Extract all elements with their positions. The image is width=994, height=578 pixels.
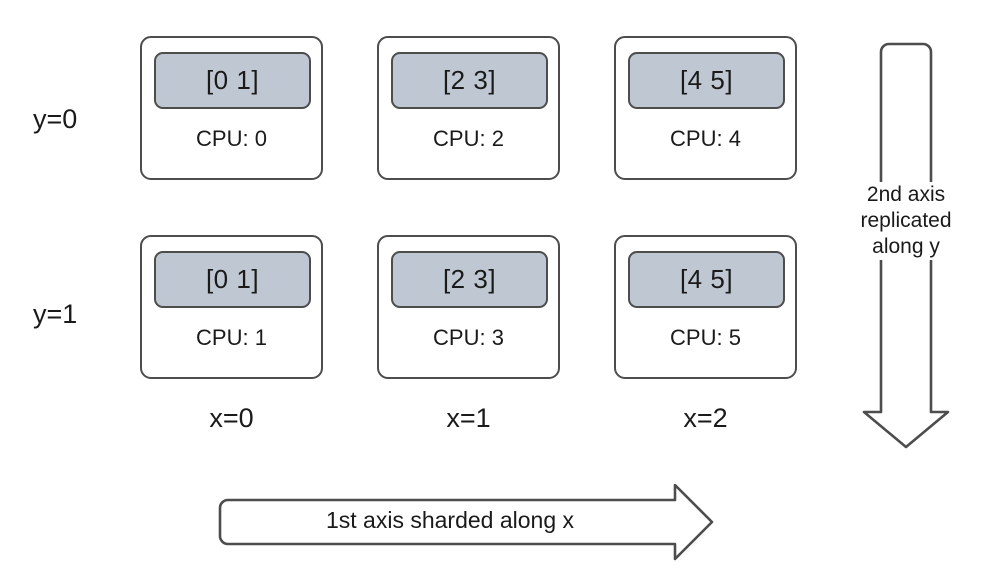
shard-chip-y1-x0: [0 1] xyxy=(154,251,311,308)
device-card-y0-x0[interactable]: [0 1] CPU: 0 xyxy=(140,36,323,180)
horizontal-arrow-shape xyxy=(218,483,714,561)
col-label-x0: x=0 xyxy=(209,403,254,433)
col-label-x1: x=1 xyxy=(446,403,491,433)
row-label-y0: y=0 xyxy=(33,104,78,134)
col-label-x2: x=2 xyxy=(683,403,728,433)
cpu-label-y1-x1: CPU: 3 xyxy=(433,325,504,350)
vertical-arrow-label-line-3: along y xyxy=(872,235,940,258)
horizontal-arrow-label: 1st axis sharded along x xyxy=(325,507,575,533)
cpu-label-y0-x1: CPU: 2 xyxy=(433,126,504,151)
vertical-arrow-label-line-1: 2nd axis xyxy=(866,183,946,206)
vertical-arrow-label: 2nd axis replicated along y xyxy=(846,182,966,260)
horizontal-axis-arrow xyxy=(218,483,714,561)
cpu-label-y0-x2: CPU: 4 xyxy=(670,126,741,151)
shard-chip-y0-x0: [0 1] xyxy=(154,52,311,109)
shard-chip-y0-x1: [2 3] xyxy=(391,52,548,109)
vertical-arrow-label-line-2: replicated xyxy=(860,209,952,232)
shard-chip-y1-x1: [2 3] xyxy=(391,251,548,308)
device-card-y1-x2[interactable]: [4 5] CPU: 5 xyxy=(614,235,797,379)
device-card-y1-x0[interactable]: [0 1] CPU: 1 xyxy=(140,235,323,379)
shard-chip-y0-x2: [4 5] xyxy=(628,52,785,109)
device-card-y0-x2[interactable]: [4 5] CPU: 4 xyxy=(614,36,797,180)
cpu-label-y0-x0: CPU: 0 xyxy=(196,126,267,151)
cpu-label-y1-x0: CPU: 1 xyxy=(196,325,267,350)
cpu-label-y1-x2: CPU: 5 xyxy=(670,325,741,350)
device-card-y1-x1[interactable]: [2 3] CPU: 3 xyxy=(377,235,560,379)
row-label-y1: y=1 xyxy=(33,299,78,329)
device-card-y0-x1[interactable]: [2 3] CPU: 2 xyxy=(377,36,560,180)
shard-chip-y1-x2: [4 5] xyxy=(628,251,785,308)
